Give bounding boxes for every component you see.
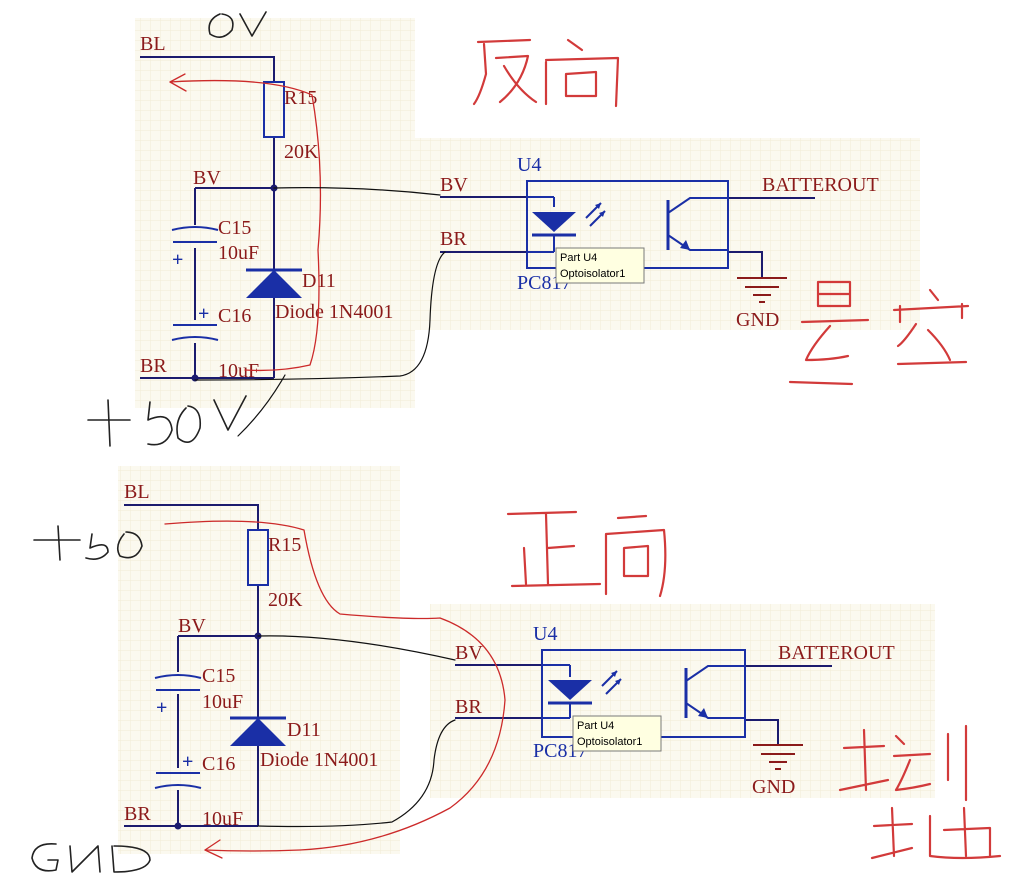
bottom-c16-symbol (154, 772, 202, 789)
bottom-c16-value: 10uF (202, 808, 243, 830)
bottom-net-gnd: GND (752, 776, 795, 798)
top-net-batterout: BATTEROUT (762, 174, 879, 196)
top-c15-symbol (171, 226, 219, 243)
bottom-r15-ref: R15 (268, 534, 301, 556)
top-net-bv-right: BV (440, 174, 468, 196)
bottom-net-bv: BV (178, 615, 206, 637)
top-black-ink-bv (273, 187, 441, 196)
top-circuit: BL BV BR BV BR BATTEROUT GND R15 20K C15… (87, 11, 970, 447)
top-c15-value: 10uF (218, 242, 259, 264)
top-tooltip-line1: Part U4 (560, 252, 597, 264)
bottom-c15-ref: C15 (202, 665, 235, 687)
top-handwriting-plus50v (87, 395, 247, 447)
bottom-net-br-right: BR (455, 696, 482, 718)
bottom-black-ink-br (257, 719, 456, 828)
bottom-red-ink-arrowhead (204, 839, 223, 859)
top-part-tooltip: Part U4 Optoisolator1 (555, 247, 645, 284)
bottom-part-tooltip: Part U4 Optoisolator1 (572, 715, 662, 752)
bottom-d11-symbol (230, 716, 286, 746)
bottom-net-bv-right: BV (455, 642, 483, 664)
top-net-br-right: BR (440, 228, 467, 250)
top-u4-ref: U4 (517, 154, 541, 176)
bottom-c15-value: 10uF (202, 691, 243, 713)
bottom-net-bl: BL (124, 481, 150, 503)
bottom-red-ink-path (164, 520, 506, 852)
bottom-circuit: BL BV BR BV BR BATTEROUT GND R15 20K C15… (31, 481, 1002, 873)
bottom-wires (124, 504, 832, 827)
bottom-c15-plus: + (156, 697, 167, 719)
bottom-c15-symbol (154, 674, 202, 691)
top-net-gnd: GND (736, 309, 779, 331)
top-d11-value: Diode 1N4001 (275, 301, 393, 323)
bottom-u4-ref: U4 (533, 623, 557, 645)
bottom-r15-symbol (247, 529, 269, 586)
bottom-tooltip-line1: Part U4 (577, 720, 614, 732)
top-c15-ref: C15 (218, 217, 251, 239)
top-c15-plus: + (172, 249, 183, 271)
top-gnd-symbol (737, 277, 787, 303)
top-net-bv: BV (193, 167, 221, 189)
top-net-br: BR (140, 355, 167, 377)
top-handwriting-reverse (472, 38, 620, 108)
top-r15-value: 20K (284, 141, 319, 163)
top-black-ink-br (194, 251, 446, 381)
bottom-handwriting-gnd (31, 842, 151, 873)
bottom-gnd-symbol (753, 744, 803, 770)
bottom-d11-value: Diode 1N4001 (260, 749, 378, 771)
bottom-d11-ref: D11 (287, 719, 321, 741)
bottom-handwriting-forward (506, 510, 667, 598)
bottom-handwriting-connect-ground (838, 724, 1002, 860)
bottom-net-batterout: BATTEROUT (778, 642, 895, 664)
bottom-net-br: BR (124, 803, 151, 825)
bottom-c16-plus: + (182, 751, 193, 773)
sheet-backgrounds (118, 18, 935, 854)
top-wires (140, 56, 815, 379)
top-c16-symbol (171, 324, 219, 341)
bottom-black-ink-bv (257, 635, 456, 661)
top-net-bl: BL (140, 33, 166, 55)
bottom-r15-value: 20K (268, 589, 303, 611)
top-c16-ref: C16 (218, 305, 251, 327)
top-d11-symbol (246, 268, 302, 298)
top-c16-value: 10uF (218, 360, 259, 382)
top-red-ink-arrowhead (169, 73, 187, 92)
top-handwriting-floating (788, 280, 970, 386)
top-tooltip-line2: Optoisolator1 (560, 268, 625, 280)
bottom-tooltip-line2: Optoisolator1 (577, 736, 642, 748)
top-handwriting-0v (208, 11, 267, 38)
top-red-ink-path (169, 79, 322, 372)
bottom-handwriting-plus50 (33, 525, 143, 561)
bottom-c16-ref: C16 (202, 753, 235, 775)
top-black-ink-tail (237, 374, 286, 437)
top-c16-plus: + (198, 303, 209, 325)
bottom-junction-br (174, 822, 182, 830)
top-r15-ref: R15 (284, 87, 317, 109)
top-r15-symbol (263, 81, 285, 138)
